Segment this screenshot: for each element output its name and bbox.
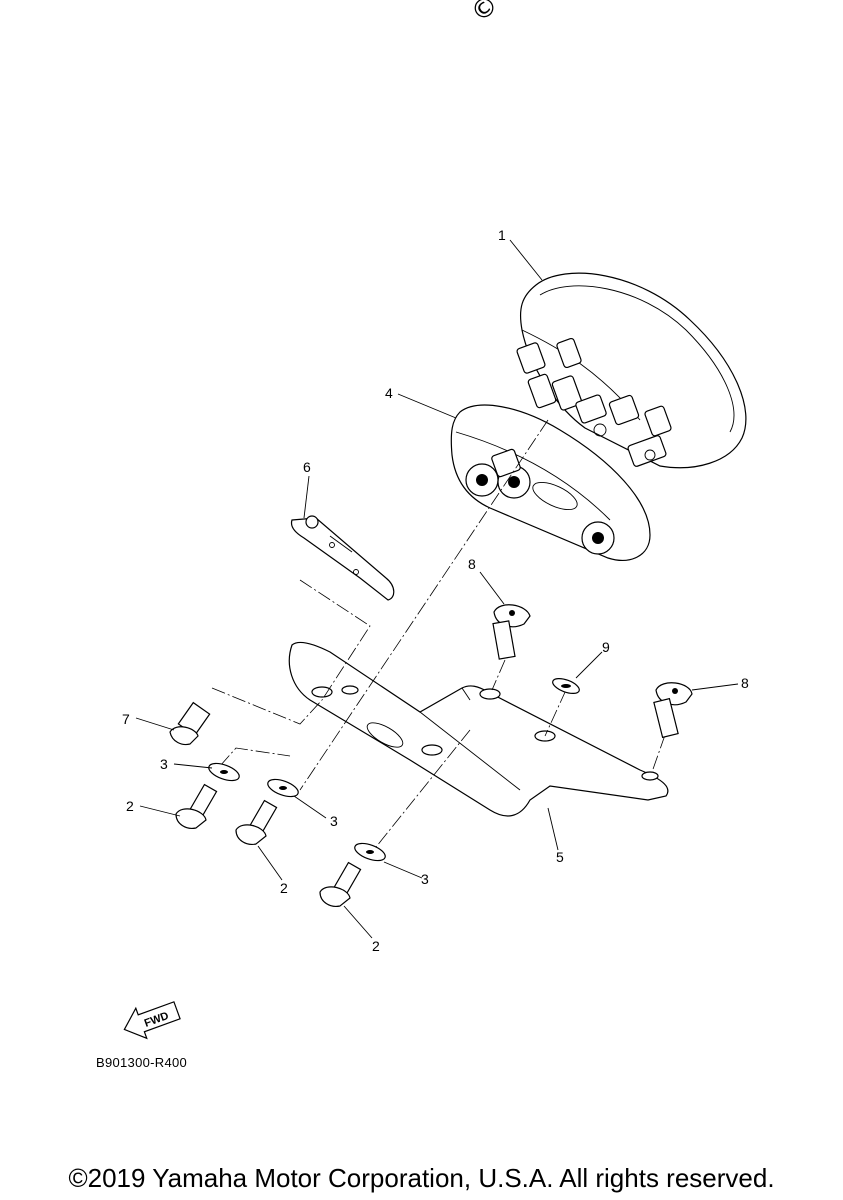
meter-assembly[interactable] bbox=[516, 272, 747, 469]
drawing-code: B901300-R400 bbox=[96, 1055, 188, 1070]
bolt-2a[interactable] bbox=[175, 783, 218, 829]
fwd-arrow-icon: FWD bbox=[123, 1001, 181, 1040]
callout-8b: 8 bbox=[741, 675, 749, 691]
callout-6: 6 bbox=[303, 459, 311, 475]
bolt-8a[interactable] bbox=[492, 604, 531, 660]
callout-7: 7 bbox=[122, 711, 130, 727]
nut-9[interactable] bbox=[551, 676, 581, 697]
harness-clip[interactable] bbox=[290, 515, 395, 601]
washer-3a-hole bbox=[220, 770, 228, 774]
bolt-8b[interactable] bbox=[653, 682, 693, 739]
leader-lines bbox=[135, 239, 739, 939]
callout-4: 4 bbox=[385, 385, 393, 401]
callout-2a: 2 bbox=[126, 798, 134, 814]
callout-5: 5 bbox=[556, 849, 564, 865]
callout-1: 1 bbox=[498, 227, 506, 243]
bolt-7[interactable] bbox=[169, 701, 211, 746]
callout-numbers: 1 4 6 8 9 8 7 3 2 3 5 2 3 2 bbox=[122, 227, 749, 954]
bolt-2c[interactable] bbox=[319, 861, 362, 907]
washer-3c-hole bbox=[366, 850, 374, 854]
callout-2c: 2 bbox=[372, 938, 380, 954]
copyright-notice: ©2019 Yamaha Motor Corporation, U.S.A. A… bbox=[68, 1163, 775, 1193]
callout-2b: 2 bbox=[280, 880, 288, 896]
callout-9: 9 bbox=[602, 639, 610, 655]
callout-8a: 8 bbox=[468, 556, 476, 572]
meter-cushion-plate[interactable] bbox=[450, 404, 651, 561]
meter-bracket[interactable] bbox=[288, 641, 669, 817]
bolt-2b[interactable] bbox=[235, 799, 278, 845]
callout-3a: 3 bbox=[160, 756, 168, 772]
callout-3b: 3 bbox=[330, 813, 338, 829]
washer-3b-hole bbox=[279, 786, 287, 790]
callout-3c: 3 bbox=[421, 871, 429, 887]
assembly-centre-lines bbox=[211, 419, 666, 853]
